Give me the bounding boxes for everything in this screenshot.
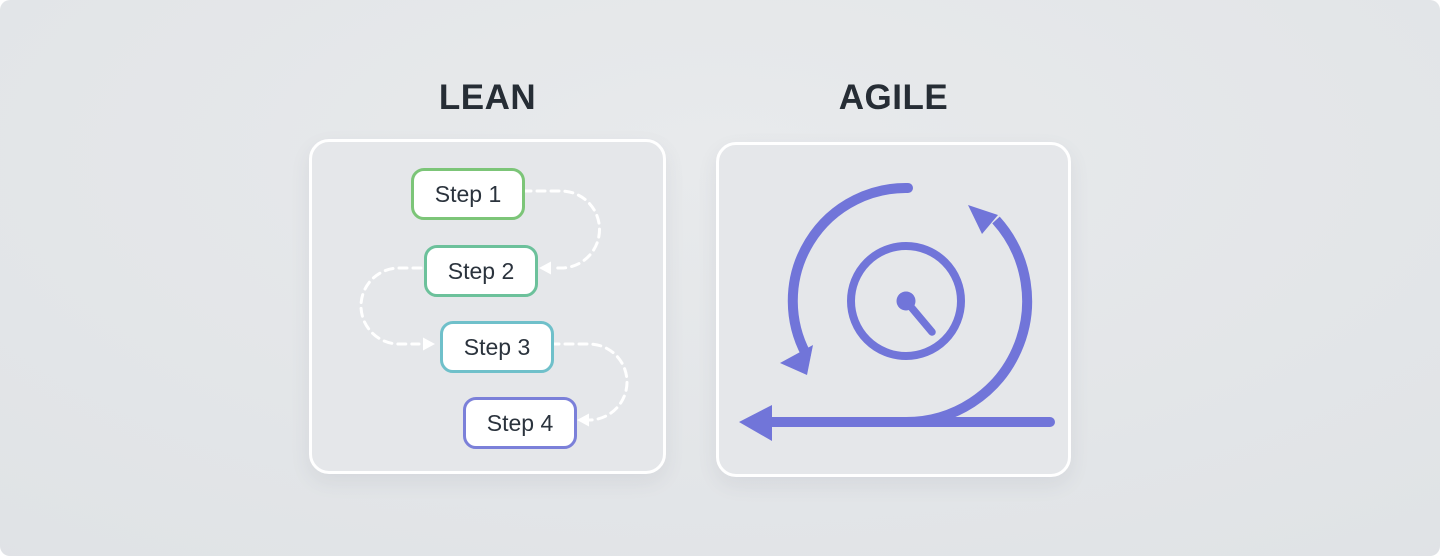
arrowhead-into-step2 bbox=[539, 261, 551, 275]
connector-step1-step2 bbox=[521, 189, 601, 270]
sprint-cycle-icon bbox=[739, 182, 1055, 441]
cycle-arc-left-arrowhead bbox=[780, 345, 813, 375]
cycle-arc-right-arrowhead bbox=[968, 205, 998, 234]
connector-step3-step4 bbox=[549, 342, 629, 422]
step-1-box: Step 1 bbox=[411, 168, 525, 220]
sprint-baseline-arrowhead bbox=[739, 405, 772, 441]
stopwatch-circle-icon bbox=[847, 242, 965, 360]
cycle-arc-right bbox=[905, 216, 1033, 427]
arrowhead-into-step3 bbox=[423, 337, 435, 351]
lean-flow-connectors bbox=[359, 189, 629, 427]
lean-panel: Step 1 Step 2 Step 3 Step 4 bbox=[309, 139, 666, 474]
agile-title: AGILE bbox=[838, 78, 949, 117]
step-2-label: Step 2 bbox=[447, 257, 515, 284]
step-3-label: Step 3 bbox=[463, 333, 531, 360]
arrowhead-into-step4 bbox=[577, 413, 589, 427]
step-4-box: Step 4 bbox=[463, 397, 577, 449]
step-3-box: Step 3 bbox=[440, 321, 554, 373]
agile-panel bbox=[716, 142, 1071, 477]
step-2-box: Step 2 bbox=[424, 245, 538, 297]
stopwatch-hand bbox=[902, 297, 936, 336]
step-1-label: Step 1 bbox=[434, 180, 502, 207]
step-4-label: Step 4 bbox=[486, 409, 554, 436]
lean-title: LEAN bbox=[438, 78, 537, 117]
cycle-arc-left bbox=[787, 182, 913, 359]
connector-step2-step3 bbox=[359, 266, 423, 346]
